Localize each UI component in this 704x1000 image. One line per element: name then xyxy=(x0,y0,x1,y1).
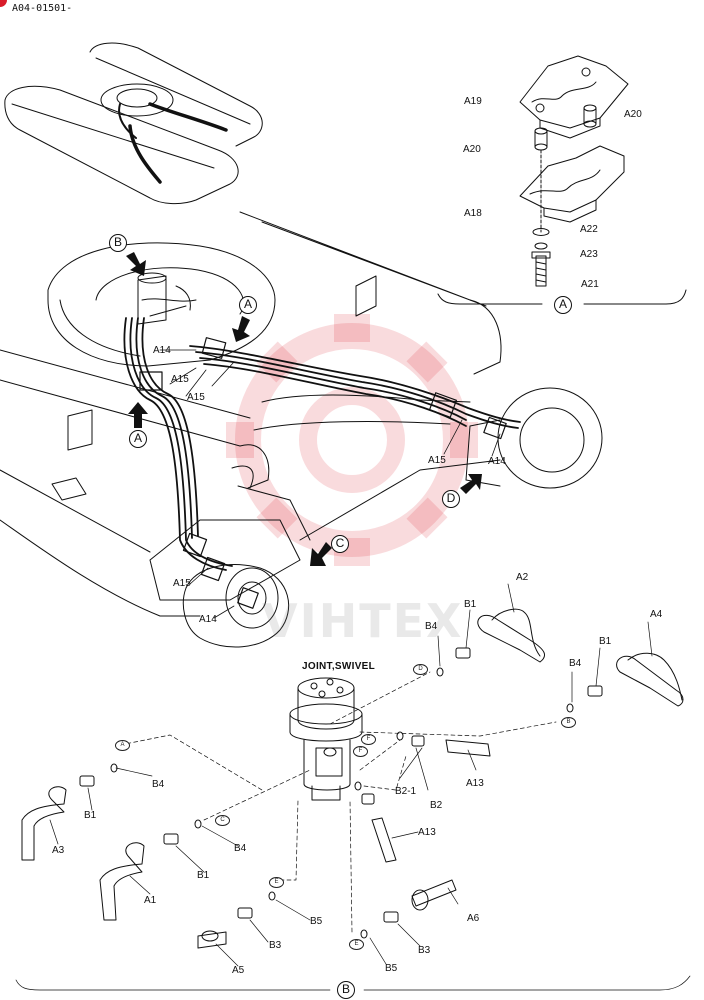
label-a4: A4 xyxy=(650,609,663,620)
mini-marker-d: D xyxy=(413,664,428,675)
exploded-swivel xyxy=(289,677,363,801)
mini-marker-e-1: E xyxy=(269,877,284,888)
view-marker-a-left: A xyxy=(129,430,147,448)
label-a14-right: A14 xyxy=(488,456,506,467)
view-arrows xyxy=(126,252,482,566)
view-marker-c: C xyxy=(331,535,349,553)
label-a14-top: A14 xyxy=(153,345,171,356)
view-marker-b-top: B xyxy=(109,234,127,252)
label-a6: A6 xyxy=(467,913,480,924)
label-a3: A3 xyxy=(52,845,65,856)
label-b4-left: B4 xyxy=(152,779,165,790)
exploded-leaders xyxy=(15,583,691,991)
label-a20-right: A20 xyxy=(624,109,642,120)
label-b1-left: B1 xyxy=(84,810,97,821)
exploded-dash-lines xyxy=(119,671,557,933)
assembly-title: JOINT,SWIVEL xyxy=(302,661,376,672)
label-b4-right: B4 xyxy=(569,658,582,669)
label-a23: A23 xyxy=(580,249,598,260)
label-a13-mid: A13 xyxy=(418,827,436,838)
label-b3-right: B3 xyxy=(418,945,431,956)
label-a14-bottom: A14 xyxy=(199,614,217,625)
mini-marker-c: C xyxy=(215,815,230,826)
label-b4-top: B4 xyxy=(425,621,438,632)
label-b5-bottom: B5 xyxy=(385,963,398,974)
mini-marker-e-2: E xyxy=(349,939,364,950)
body-leaders xyxy=(159,349,501,619)
mini-marker-a: A xyxy=(115,740,130,751)
body-swivel xyxy=(137,272,197,325)
machine-body xyxy=(0,211,603,648)
corner-marker xyxy=(0,0,7,7)
label-b1-right: B1 xyxy=(599,636,612,647)
label-a21: A21 xyxy=(581,279,599,290)
label-a18: A18 xyxy=(464,208,482,219)
exploded-parts xyxy=(21,608,684,949)
label-a2: A2 xyxy=(516,572,529,583)
view-marker-a-inset: A xyxy=(554,296,572,314)
label-b3-left: B3 xyxy=(269,940,282,951)
view-marker-b-bottom: B xyxy=(337,981,355,999)
label-a20-left: A20 xyxy=(463,144,481,155)
label-b4-mid: B4 xyxy=(234,843,247,854)
view-marker-d: D xyxy=(442,490,460,508)
drawing-code: A04-01501- xyxy=(12,3,73,14)
label-b1-mid: B1 xyxy=(197,870,210,881)
mini-marker-b: B xyxy=(561,717,576,728)
watermark-gear-icon xyxy=(235,323,469,557)
hose-fittings xyxy=(139,337,507,609)
label-a13-right: A13 xyxy=(466,778,484,789)
mini-marker-f-2: F xyxy=(353,746,368,757)
label-a1: A1 xyxy=(144,895,157,906)
label-b5-mid: B5 xyxy=(310,916,323,927)
label-a19: A19 xyxy=(464,96,482,107)
label-b2-1: B2-1 xyxy=(395,786,417,797)
mini-marker-f-1: F xyxy=(361,734,376,745)
label-a15-mid: A15 xyxy=(187,392,205,403)
label-b1-top: B1 xyxy=(464,599,477,610)
label-a15-right: A15 xyxy=(428,455,446,466)
label-a15-bottom: A15 xyxy=(173,578,191,589)
label-a5: A5 xyxy=(232,965,245,976)
detail-a-inset xyxy=(437,55,687,305)
overview-inset xyxy=(4,42,263,205)
label-b2: B2 xyxy=(430,800,443,811)
view-marker-a-body: A xyxy=(239,296,257,314)
label-a22: A22 xyxy=(580,224,598,235)
watermark-text: VIHTEX xyxy=(262,594,464,648)
label-a15-top: A15 xyxy=(171,374,189,385)
